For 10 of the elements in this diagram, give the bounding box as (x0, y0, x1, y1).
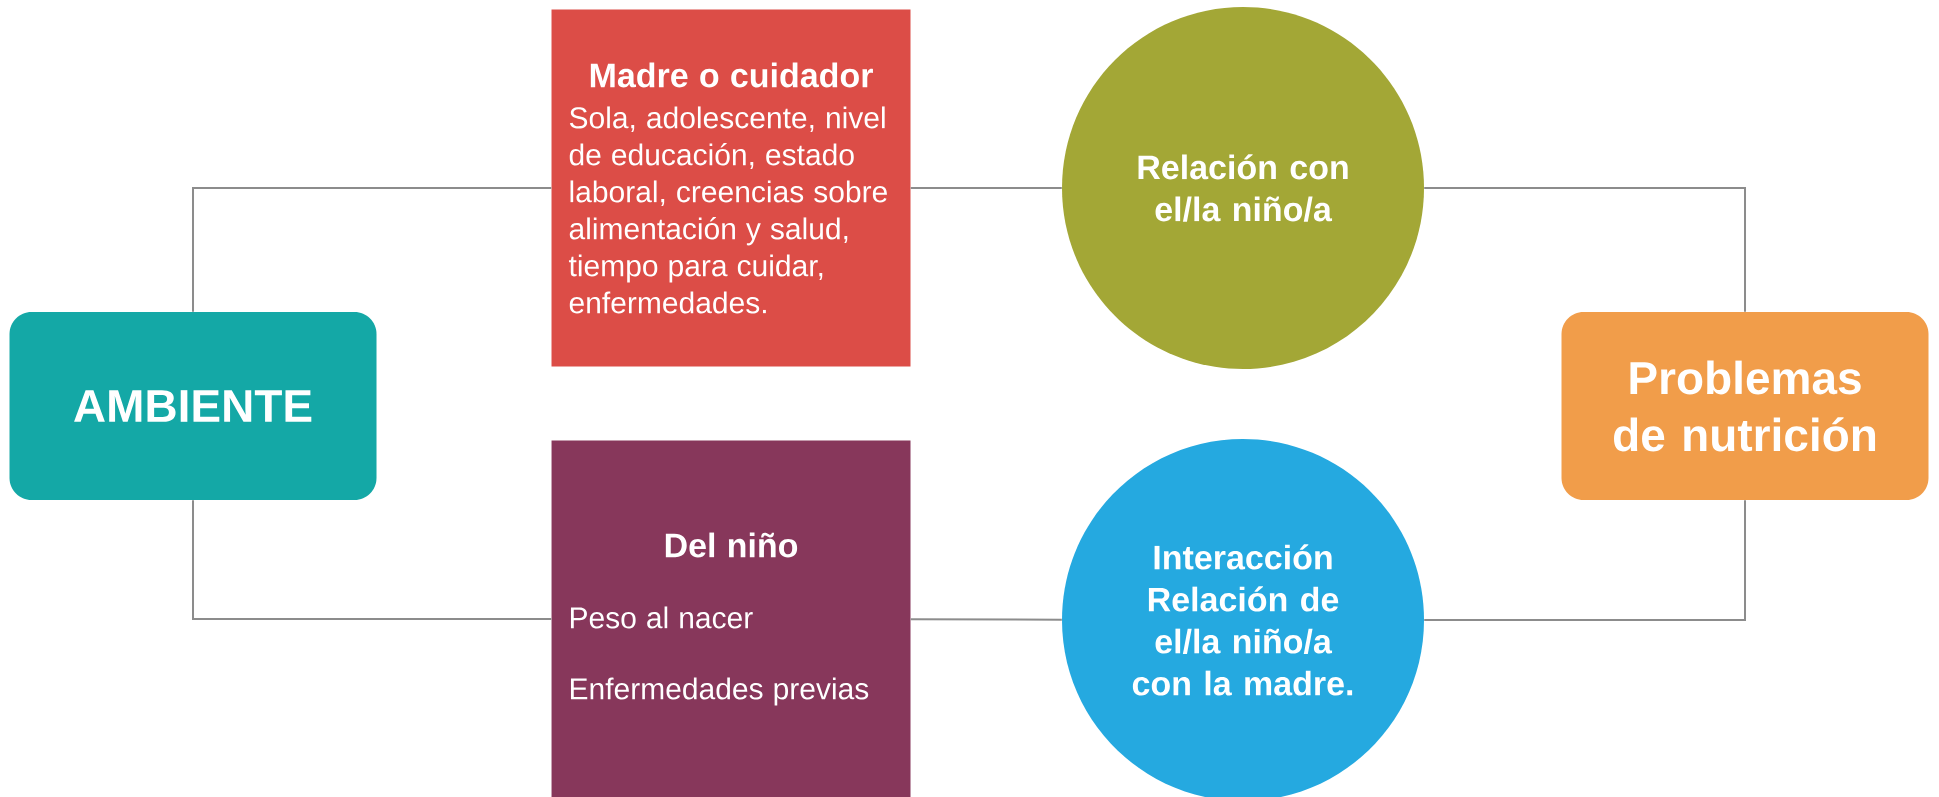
connector-line (909, 187, 1063, 189)
connector-line (192, 187, 553, 313)
connector-line (1423, 499, 1746, 621)
rounded-box: AMBIENTE (9, 312, 377, 500)
info-box: Madre o cuidador Sola, adolescente, nivel de educación, estado laboral, creencias sobre alimentación y salud, tiempo para cuidar, enfermedades. (551, 9, 911, 367)
connector-line (192, 499, 553, 620)
rounded-box: Problemas de nutrición (1561, 312, 1929, 500)
info-box: Del niño Peso al nacer Enfermedades previas (551, 440, 911, 797)
connector-line (909, 618, 1063, 621)
connector-line (1423, 187, 1746, 313)
